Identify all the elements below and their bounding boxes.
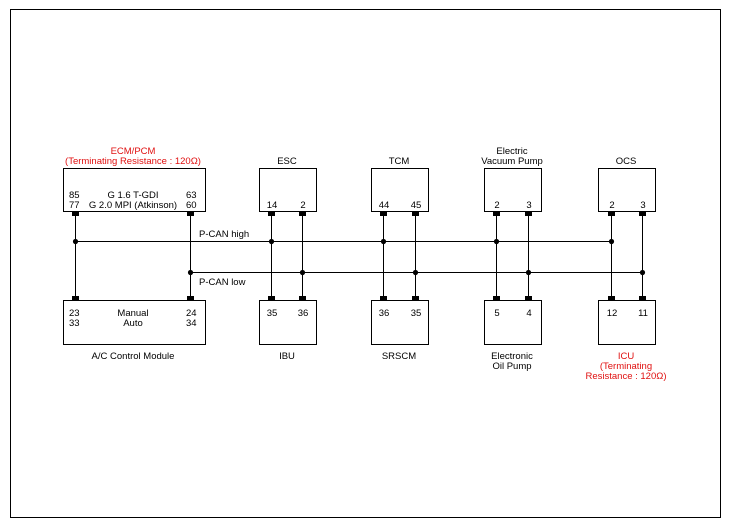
srscm-pin — [412, 296, 419, 301]
icu-pin-a: 12 — [607, 308, 618, 319]
ibu-pin-b: 36 — [298, 308, 309, 319]
p-can-low-label: P-CAN low — [199, 277, 246, 288]
ac-control-module: 23 Manual 24 33 Auto 34 A/C Control Modu… — [63, 296, 206, 362]
eop-title-line2: Oil Pump — [492, 361, 531, 372]
evp-pin — [493, 211, 500, 216]
ecm-pin-60: 60 — [186, 200, 197, 211]
eop-pin-b: 4 — [526, 308, 531, 319]
icu-note-line2: Resistance : 120Ω) — [585, 371, 666, 382]
ibu-box — [259, 300, 317, 345]
ecm-variant-2: G 2.0 MPI (Atkinson) — [89, 200, 177, 211]
eop-pin — [493, 296, 500, 301]
acm-pin-23: 23 — [69, 308, 80, 319]
icu-pin-b: 11 — [638, 308, 648, 319]
tcm-title: TCM — [389, 156, 410, 167]
evp-pin-b: 3 — [526, 200, 531, 211]
tcm-pin — [380, 211, 387, 216]
eop-pin-a: 5 — [494, 308, 499, 319]
esc-title: ESC — [277, 156, 297, 167]
tcm-box — [371, 168, 429, 212]
evp-title-line2: Vacuum Pump — [481, 156, 543, 167]
srscm-module: 36 35 SRSCM — [371, 296, 429, 362]
acm-box — [63, 300, 206, 345]
ibu-pin — [299, 296, 306, 301]
eop-title-line1: Electronic — [491, 351, 533, 362]
tcm-pin — [412, 211, 419, 216]
wires — [75, 209, 643, 296]
evp-title-line1: Electric — [496, 146, 527, 157]
ocs-module: OCS 2 3 — [598, 156, 656, 216]
ocs-pin-b: 3 — [640, 200, 645, 211]
ocs-pin — [608, 211, 615, 216]
esc-pin-b: 2 — [300, 200, 305, 211]
ocs-pin-a: 2 — [609, 200, 614, 211]
acm-pin-24: 24 — [186, 308, 197, 319]
ecm-pin — [187, 211, 194, 216]
tcm-module: TCM 44 45 — [371, 156, 429, 216]
ecm-terminating-note: (Terminating Resistance : 120Ω) — [65, 156, 201, 167]
ibu-pin — [268, 296, 275, 301]
ecm-pin — [72, 211, 79, 216]
acm-title: A/C Control Module — [92, 351, 175, 362]
icu-box — [598, 300, 656, 345]
ecm-pin-85: 85 — [69, 190, 80, 201]
acm-variant-2: Auto — [123, 318, 143, 329]
electric-vacuum-pump-module: Electric Vacuum Pump 2 3 — [481, 146, 543, 216]
icu-note-line1: (Terminating — [600, 361, 652, 372]
evp-pin — [525, 211, 532, 216]
esc-module: ESC 14 2 — [259, 156, 317, 216]
evp-pin-a: 2 — [494, 200, 499, 211]
ibu-title: IBU — [279, 351, 295, 362]
ecm-box — [63, 168, 206, 212]
ocs-box — [598, 168, 656, 212]
ecm-pcm-module: ECM/PCM (Terminating Resistance : 120Ω) … — [63, 146, 206, 216]
ibu-module: 35 36 IBU — [259, 296, 317, 362]
eop-pin — [525, 296, 532, 301]
ibu-pin-a: 35 — [267, 308, 278, 319]
srscm-pin-a: 36 — [379, 308, 390, 319]
ecm-pin-77: 77 — [69, 200, 80, 211]
esc-pin — [268, 211, 275, 216]
srscm-pin-b: 35 — [411, 308, 422, 319]
esc-pin-a: 14 — [267, 200, 278, 211]
electronic-oil-pump-module: 5 4 Electronic Oil Pump — [484, 296, 542, 372]
tcm-pin-b: 45 — [411, 200, 422, 211]
tcm-pin-a: 44 — [379, 200, 390, 211]
ocs-title: OCS — [616, 156, 637, 167]
ocs-pin — [639, 211, 646, 216]
eop-box — [484, 300, 542, 345]
acm-variant-1: Manual — [117, 308, 148, 319]
evp-box — [484, 168, 542, 212]
junction-dots — [72, 238, 646, 276]
icu-pin — [639, 296, 646, 301]
p-can-high-label: P-CAN high — [199, 229, 249, 240]
srscm-title: SRSCM — [382, 351, 416, 362]
acm-pin-34: 34 — [186, 318, 197, 329]
acm-pin-33: 33 — [69, 318, 80, 329]
acm-pin — [72, 296, 79, 301]
srscm-box — [371, 300, 429, 345]
esc-box — [259, 168, 317, 212]
icu-module: 12 11 ICU (Terminating Resistance : 120Ω… — [585, 296, 667, 382]
acm-pin — [187, 296, 194, 301]
diagram-frame — [10, 9, 721, 518]
icu-pin — [608, 296, 615, 301]
icu-title: ICU — [618, 351, 635, 362]
esc-pin — [299, 211, 306, 216]
ecm-variant-1: G 1.6 T-GDI — [107, 190, 158, 201]
ecm-pin-63: 63 — [186, 190, 197, 201]
srscm-pin — [380, 296, 387, 301]
ecm-title: ECM/PCM — [111, 146, 156, 157]
